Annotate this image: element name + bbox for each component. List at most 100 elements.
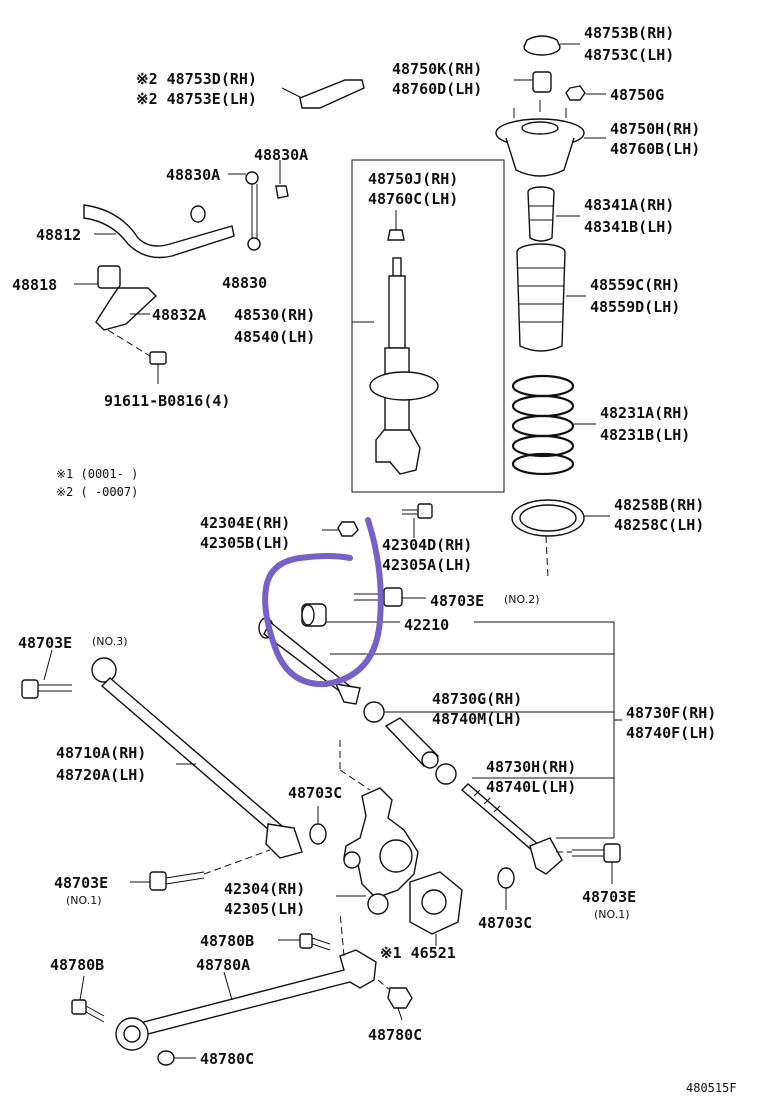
strut-collar bbox=[532, 71, 552, 93]
bolt-48703e-no1-left bbox=[149, 849, 271, 891]
strut-mount bbox=[495, 100, 585, 177]
label-48710a: 48710A(RH) bbox=[56, 744, 146, 762]
axle-carrier bbox=[339, 740, 419, 915]
nut-48780c-bottom bbox=[157, 1050, 175, 1066]
label-48730f: 48730F(RH) bbox=[626, 704, 716, 722]
upper-insulator-cover bbox=[299, 79, 365, 109]
bolt-48703e-no1-right bbox=[556, 843, 621, 863]
note-2: ※2 ( -0007) bbox=[56, 485, 138, 499]
label-48780c-bottom: 48780C bbox=[200, 1050, 254, 1068]
bolt-48703e-no3 bbox=[21, 679, 72, 699]
stabilizer-bushing-small bbox=[190, 205, 206, 223]
bracket-48730f bbox=[330, 621, 615, 839]
label-48753b: 48753B(RH) bbox=[584, 24, 674, 42]
upper-support-cap bbox=[523, 35, 561, 56]
label-48832a: 48832A bbox=[152, 306, 206, 324]
label-42210: 42210 bbox=[404, 616, 449, 634]
label-48750j: 48750J(RH) bbox=[368, 170, 458, 188]
label-48231a: 48231A(RH) bbox=[600, 404, 690, 422]
label-48760b: 48760B(LH) bbox=[610, 140, 700, 158]
label-48530: 48530(RH) bbox=[234, 306, 315, 324]
shock-absorber-box bbox=[351, 159, 505, 493]
label-48753c: 48753C(LH) bbox=[584, 46, 674, 64]
label-48341b: 48341B(LH) bbox=[584, 218, 674, 236]
label-48740f: 48740F(LH) bbox=[626, 724, 716, 742]
label-48812: 48812 bbox=[36, 226, 81, 244]
hub-plate-46521 bbox=[409, 871, 463, 935]
toe-adjust-rod bbox=[460, 783, 563, 875]
label-no1-left: (NO.1) bbox=[66, 894, 102, 907]
bolt-48703e-no2 bbox=[354, 587, 403, 607]
bolt-48780b-left bbox=[71, 999, 105, 1023]
label-48753e: ※2 48753E(LH) bbox=[136, 90, 257, 108]
stabilizer-bar bbox=[83, 204, 235, 259]
label-48740m: 48740M(LH) bbox=[432, 710, 522, 728]
label-48780b-left: 48780B bbox=[50, 956, 104, 974]
label-42304d: 42304D(RH) bbox=[382, 536, 472, 554]
bushing-48703c-right bbox=[497, 867, 515, 889]
label-no3: (NO.3) bbox=[92, 635, 128, 648]
label-48830a-left: 48830A bbox=[166, 166, 220, 184]
label-48780c-right: 48780C bbox=[368, 1026, 422, 1044]
nut-42304e bbox=[337, 521, 359, 537]
label-42305: 42305(LH) bbox=[224, 900, 305, 918]
label-48258c: 48258C(LH) bbox=[614, 516, 704, 534]
lower-arm-48710a bbox=[91, 657, 303, 859]
dust-boot bbox=[516, 243, 566, 352]
label-48258b: 48258B(RH) bbox=[614, 496, 704, 514]
label-46521: ※1 46521 bbox=[380, 944, 456, 962]
strut-rod bbox=[258, 617, 361, 705]
label-91611: 91611-B0816(4) bbox=[104, 392, 230, 410]
label-42304: 42304(RH) bbox=[224, 880, 305, 898]
bushing-42210 bbox=[301, 603, 327, 627]
label-48703c-right: 48703C bbox=[478, 914, 532, 932]
label-48703e-no1-right: 48703E bbox=[582, 888, 636, 906]
note-1: ※1 (0001- ) bbox=[56, 467, 138, 481]
bushing-48730h bbox=[435, 763, 457, 785]
label-48750h: 48750H(RH) bbox=[610, 120, 700, 138]
stabilizer-bracket bbox=[95, 265, 158, 331]
label-48720a: 48720A(LH) bbox=[56, 766, 146, 784]
label-48703e-no2: 48703E bbox=[430, 592, 484, 610]
nut-48780c-right bbox=[387, 987, 413, 1021]
spring-insulator bbox=[511, 499, 585, 537]
label-48703e-no1-left: 48703E bbox=[54, 874, 108, 892]
label-48559c: 48559C(RH) bbox=[590, 276, 680, 294]
coil-spring bbox=[511, 374, 575, 476]
label-48703c-mid: 48703C bbox=[288, 784, 342, 802]
bolt-42304d bbox=[402, 503, 433, 519]
label-48231b: 48231B(LH) bbox=[600, 426, 690, 444]
highlight-circle-annotation bbox=[262, 517, 384, 688]
label-48740l: 48740L(LH) bbox=[486, 778, 576, 796]
label-48780b-mid: 48780B bbox=[200, 932, 254, 950]
label-48780a: 48780A bbox=[196, 956, 250, 974]
bolt-48780b-mid bbox=[299, 933, 331, 951]
bracket-bolt bbox=[107, 329, 167, 365]
label-48750k: 48750K(RH) bbox=[392, 60, 482, 78]
bushing-48730g bbox=[363, 701, 385, 723]
bushing-48703c-mid bbox=[309, 823, 327, 845]
label-48540: 48540(LH) bbox=[234, 328, 315, 346]
label-48750g: 48750G bbox=[610, 86, 664, 104]
label-48730g: 48730G(RH) bbox=[432, 690, 522, 708]
trailing-arm-48780a bbox=[115, 911, 377, 1051]
stabilizer-link bbox=[245, 171, 289, 251]
label-48818: 48818 bbox=[12, 276, 57, 294]
collar-sleeve bbox=[384, 717, 440, 769]
label-48753d: ※2 48753D(RH) bbox=[136, 70, 257, 88]
label-42305b: 42305B(LH) bbox=[200, 534, 290, 552]
label-48830a-top: 48830A bbox=[254, 146, 308, 164]
label-48559d: 48559D(LH) bbox=[590, 298, 680, 316]
label-48341a: 48341A(RH) bbox=[584, 196, 674, 214]
label-no1-right: (NO.1) bbox=[594, 908, 630, 921]
label-42304e: 42304E(RH) bbox=[200, 514, 290, 532]
label-48703e-no3: 48703E bbox=[18, 634, 72, 652]
label-no2: (NO.2) bbox=[504, 593, 540, 606]
nut-48750g bbox=[565, 85, 586, 101]
label-48760c: 48760C(LH) bbox=[368, 190, 458, 208]
label-48730h: 48730H(RH) bbox=[486, 758, 576, 776]
label-42305a: 42305A(LH) bbox=[382, 556, 472, 574]
figure-code: 480515F bbox=[686, 1081, 737, 1095]
bump-stopper bbox=[527, 186, 555, 242]
